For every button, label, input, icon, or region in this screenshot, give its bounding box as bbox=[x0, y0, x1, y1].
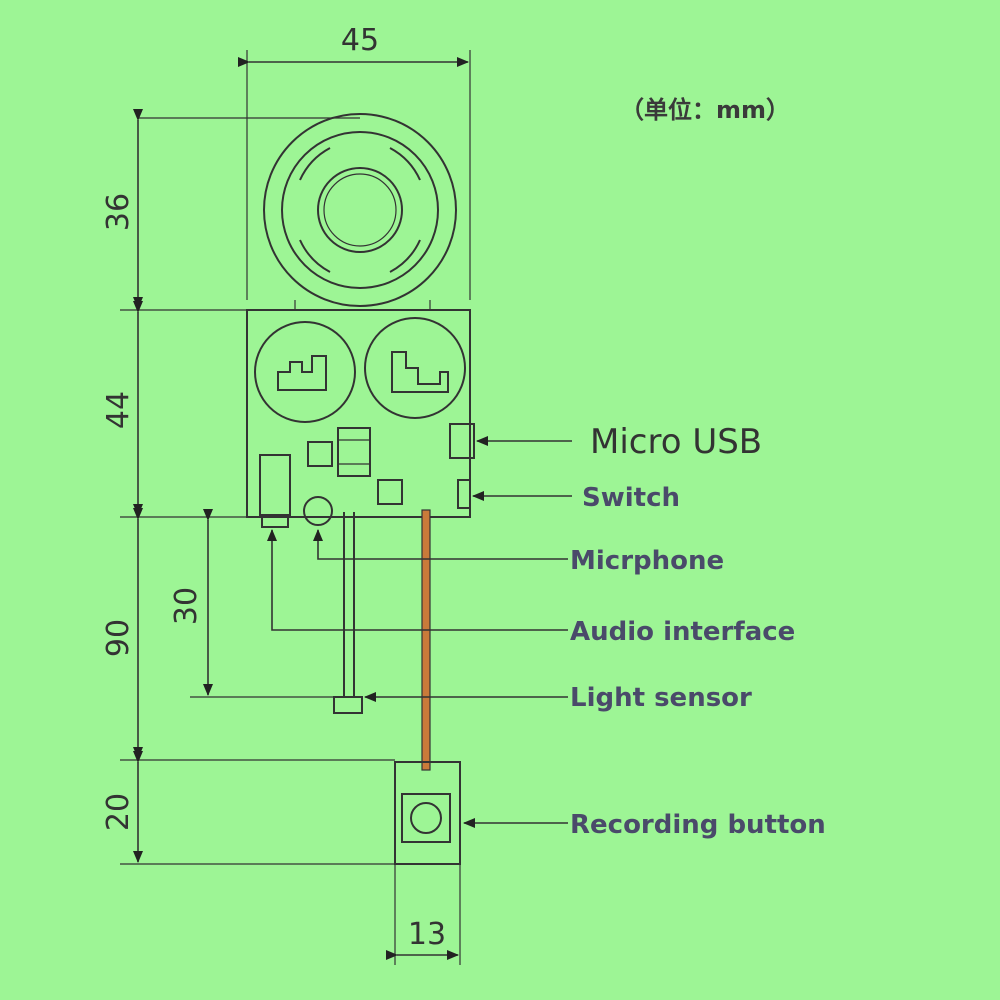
label-switch: Switch bbox=[582, 483, 680, 513]
dim-label-30: 30 bbox=[169, 587, 204, 625]
micro-usb-port bbox=[449, 423, 475, 459]
dim-wire-length: 90 bbox=[101, 508, 143, 759]
label-recording-button: Recording button bbox=[570, 810, 826, 840]
chip-transistor bbox=[377, 479, 403, 505]
light-sensor-wire bbox=[333, 512, 363, 714]
leader-microphone bbox=[313, 529, 568, 560]
dim-label-44: 44 bbox=[101, 391, 136, 429]
recording-button-board bbox=[394, 761, 461, 965]
label-microphone: Micrphone bbox=[570, 546, 724, 576]
button-wire bbox=[421, 509, 431, 771]
audio-jack bbox=[259, 454, 291, 516]
dim-button-width: 13 bbox=[386, 917, 459, 960]
dim-label-45: 45 bbox=[341, 23, 379, 58]
label-light-sensor: Light sensor bbox=[570, 683, 752, 713]
dim-button-height: 20 bbox=[101, 751, 143, 863]
dim-label-20: 20 bbox=[101, 793, 136, 831]
chip-coil bbox=[337, 427, 371, 477]
recording-button-part bbox=[410, 802, 442, 834]
light-sensor-part bbox=[333, 696, 363, 714]
chip-small bbox=[307, 441, 333, 467]
dim-sensor-wire: 30 bbox=[169, 509, 335, 698]
circuit-board bbox=[246, 309, 475, 528]
dim-total-width: 45 bbox=[238, 23, 471, 300]
label-micro-usb: Micro USB bbox=[590, 422, 762, 462]
dim-label-13: 13 bbox=[408, 917, 446, 952]
dim-label-90: 90 bbox=[101, 619, 136, 657]
unit-note: （单位：mm） bbox=[620, 96, 790, 124]
dim-speaker-height: 36 bbox=[101, 109, 143, 309]
label-audio-interface: Audio interface bbox=[570, 617, 795, 647]
dim-board-height: 44 bbox=[101, 301, 143, 516]
switch-part bbox=[457, 479, 471, 509]
speaker bbox=[138, 113, 457, 310]
microphone-part bbox=[303, 496, 333, 526]
dim-label-36: 36 bbox=[101, 193, 136, 231]
leader-audio-interface bbox=[267, 529, 568, 631]
